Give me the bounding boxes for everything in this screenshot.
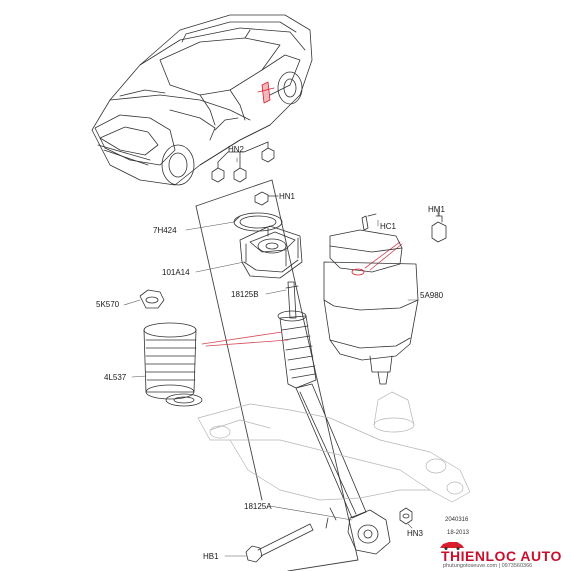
vehicle-illustration <box>91 14 313 186</box>
label-4l537: 4L537 <box>104 373 127 382</box>
nut-hn2 <box>211 141 275 183</box>
label-hn1: HN1 <box>279 192 296 201</box>
label-18125b: 18125B <box>231 290 259 299</box>
label-5a980: 5A980 <box>420 291 444 300</box>
nut-hn3 <box>399 507 413 525</box>
reference-code: 2040316 <box>445 517 469 523</box>
label-hb1: HB1 <box>203 552 219 561</box>
bolt-hb1 <box>245 523 314 563</box>
watermark-logo: THIENLOC AUTO phutungotoseuve.com | 0973… <box>440 542 569 570</box>
watermark-brand: THIENLOC AUTO <box>441 548 562 564</box>
label-101a14: 101A14 <box>162 268 190 277</box>
air-spring <box>323 213 419 385</box>
subframe-ghost <box>197 391 471 503</box>
watermark-contact: phutungotoseuve.com | 0973560366 <box>443 563 533 569</box>
leader-lines <box>123 157 439 557</box>
label-hc1: HC1 <box>380 222 397 231</box>
label-18125a: 18125A <box>244 502 272 511</box>
label-hn3: HN3 <box>407 529 424 538</box>
label-5k570: 5K570 <box>96 300 120 309</box>
sensor-hm1 <box>431 209 447 243</box>
reference-date: 18-2013 <box>447 530 470 536</box>
car-logo-icon <box>440 542 464 550</box>
boot-and-nut <box>139 289 203 407</box>
top-mount <box>233 191 303 279</box>
label-7h424: 7H424 <box>153 226 177 235</box>
label-hn2: HN2 <box>228 145 245 154</box>
label-hm1: HM1 <box>428 205 445 214</box>
shock-absorber <box>277 281 391 555</box>
